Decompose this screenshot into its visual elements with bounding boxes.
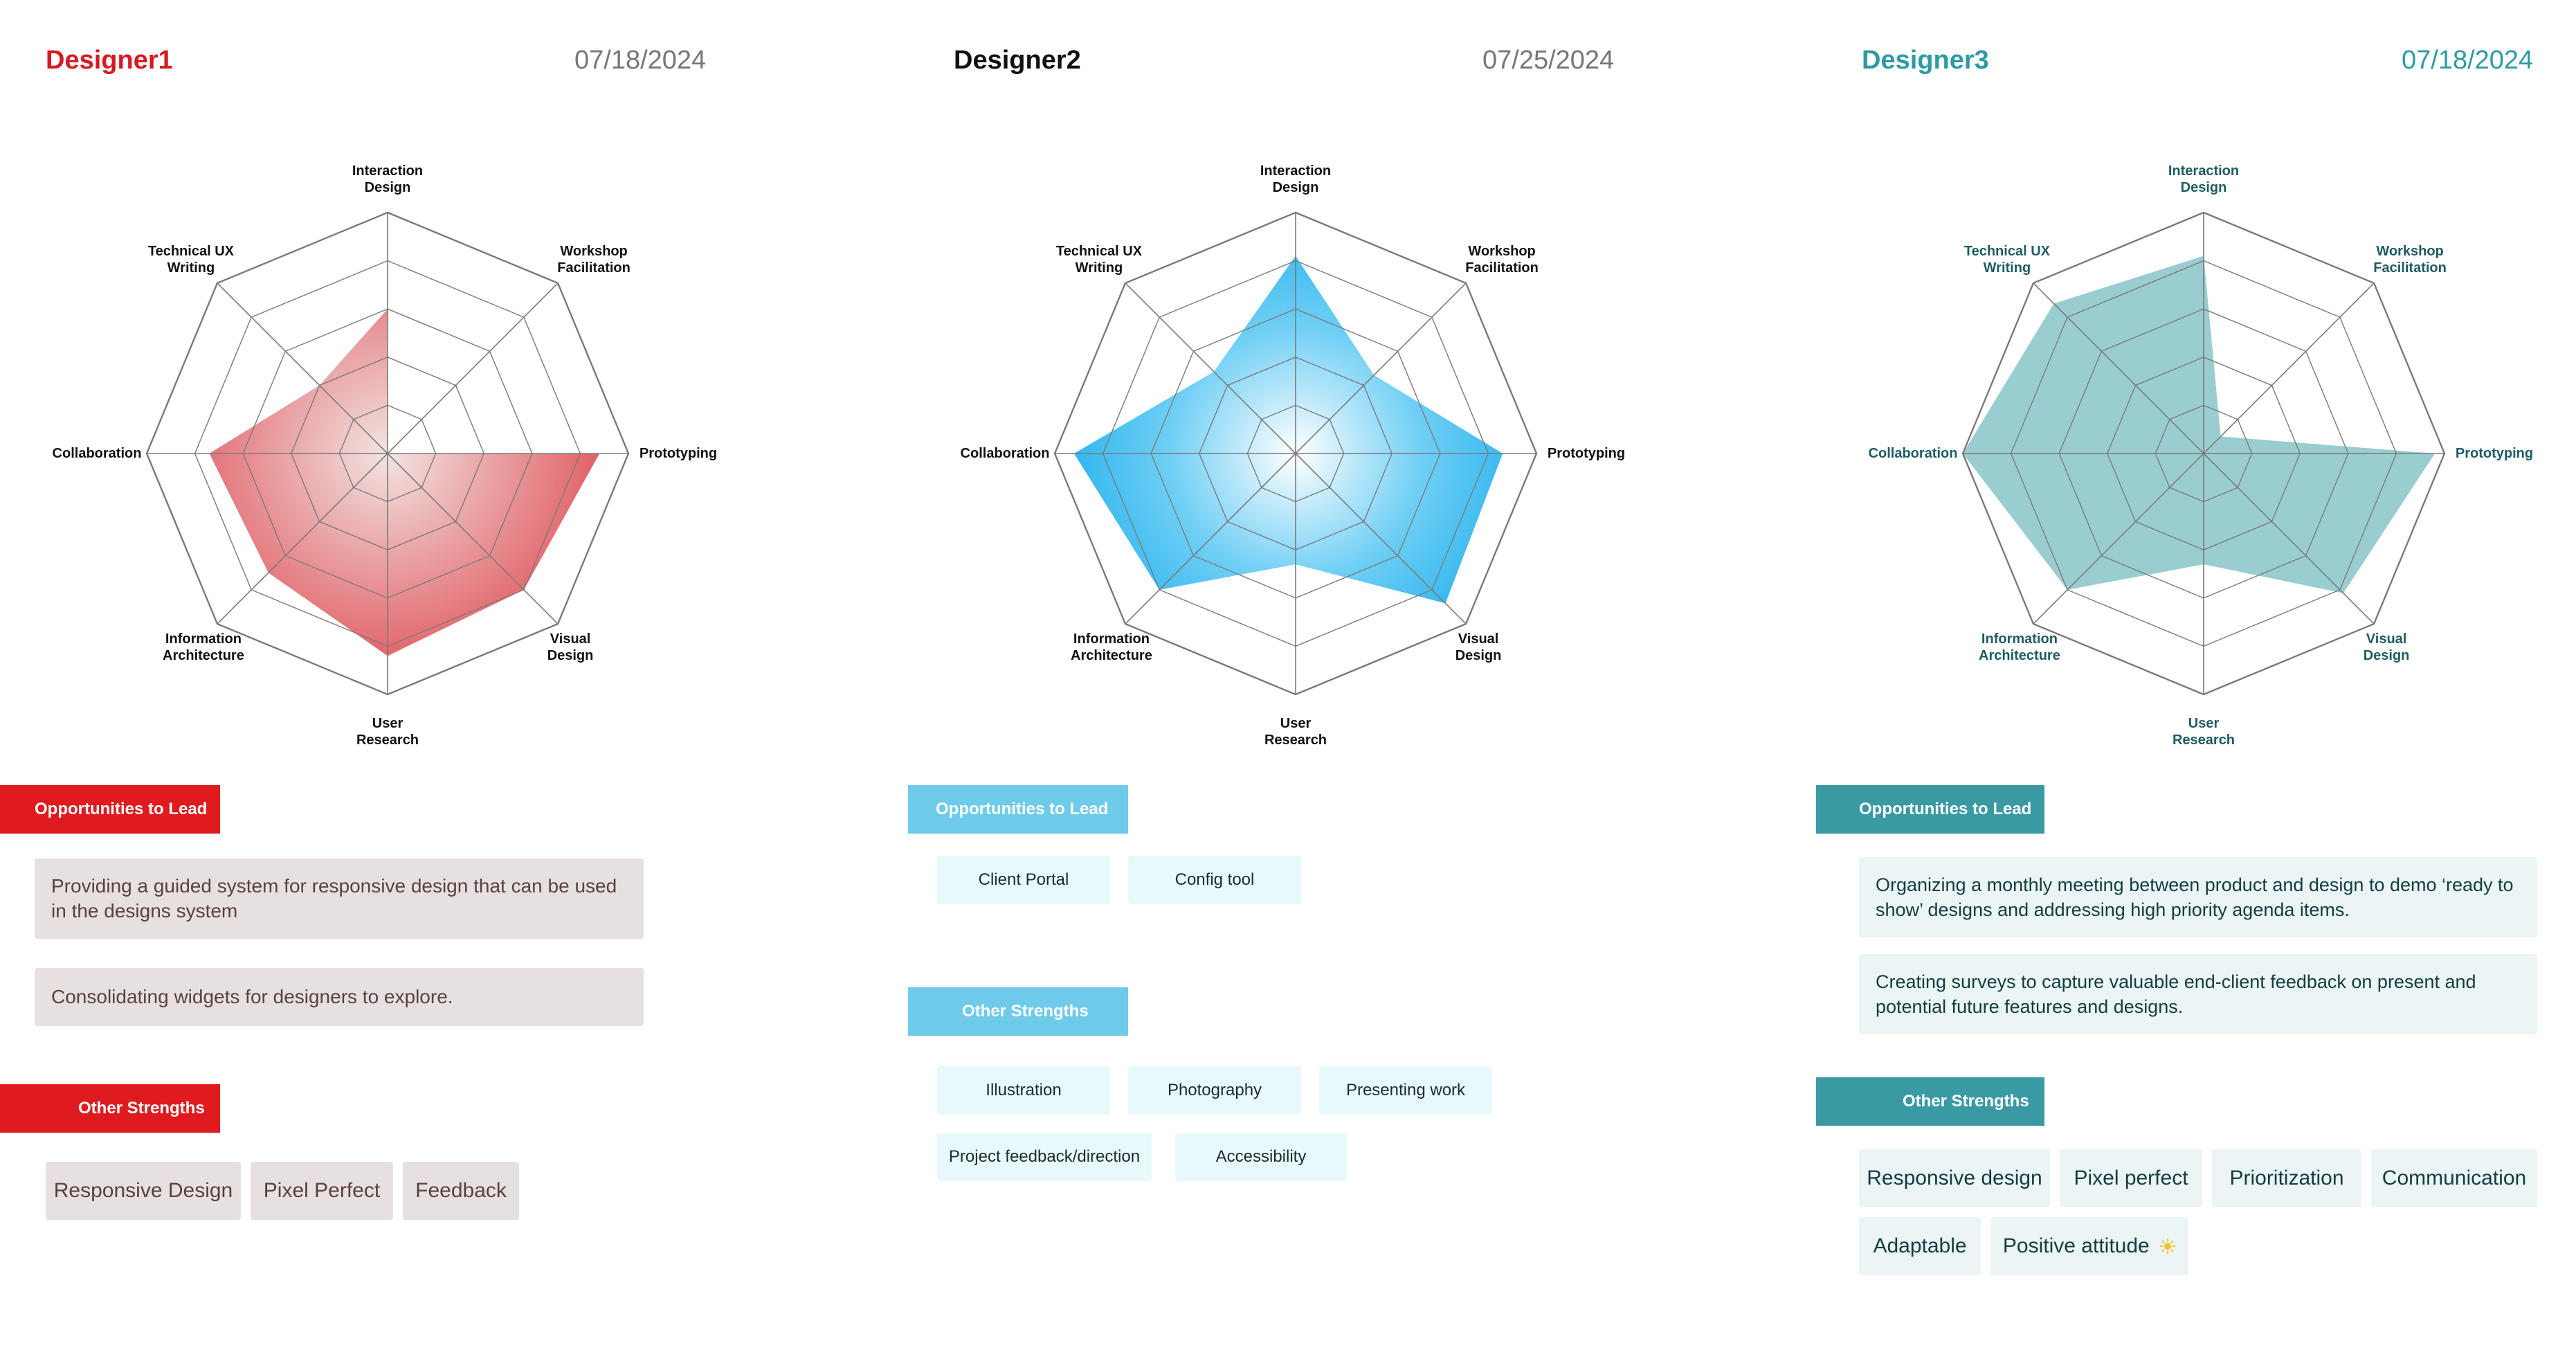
- strength-chip-with-icon: Positive attitude: [1990, 1217, 2188, 1275]
- designer-name: Designer2: [954, 46, 1081, 75]
- opportunity-item: Creating surveys to capture valuable end…: [1859, 954, 2537, 1034]
- radar-series-area: [1963, 255, 2436, 593]
- strength-chip: Illustration: [937, 1066, 1110, 1115]
- strength-chip: Pixel perfect: [2060, 1149, 2202, 1207]
- radar-spoke: [217, 282, 388, 454]
- strengths-label: Other Strengths: [1816, 1077, 2044, 1126]
- radar-axis-label: Prototyping: [2456, 446, 2533, 461]
- review-date: 07/18/2024: [2402, 46, 2534, 75]
- radar-spoke: [1295, 282, 1467, 454]
- strengths-label: Other Strengths: [0, 1084, 220, 1133]
- radar-spoke: [2203, 282, 2375, 454]
- opportunity-chip: Config tool: [1128, 856, 1301, 904]
- radar-spoke: [2033, 282, 2204, 454]
- strength-chip: Responsive Design: [46, 1162, 241, 1220]
- radar-spoke: [2033, 453, 2204, 624]
- radar-series-area: [1073, 255, 1503, 604]
- sun-icon: [2159, 1238, 2176, 1255]
- designer-name: Designer3: [1862, 46, 1989, 75]
- review-date: 07/18/2024: [574, 46, 707, 75]
- strength-chip: Responsive design: [1859, 1149, 2050, 1207]
- strength-chip: Accessibility: [1175, 1133, 1347, 1181]
- radar-series-area: [209, 309, 600, 656]
- strength-chip: Project feedback/direction: [937, 1133, 1152, 1181]
- designer-name: Designer1: [46, 46, 173, 75]
- strength-chip: Pixel Perfect: [251, 1162, 393, 1220]
- strength-chip: Photography: [1128, 1066, 1301, 1115]
- radar-spoke: [2203, 453, 2375, 624]
- opportunity-item: Providing a guided system for responsive…: [35, 859, 644, 939]
- opportunities-label: Opportunities to Lead: [1816, 785, 2044, 834]
- radar-spoke: [1125, 282, 1296, 454]
- radar-spoke: [1295, 453, 1467, 624]
- radar-spoke: [217, 453, 388, 624]
- strength-chip: Communication: [2371, 1149, 2537, 1207]
- review-date: 07/25/2024: [1482, 46, 1615, 75]
- strength-chip: Presenting work: [1319, 1066, 1492, 1115]
- strength-label: Positive attitude: [2002, 1234, 2150, 1257]
- strengths-label: Other Strengths: [908, 987, 1128, 1036]
- strength-chip: Feedback: [403, 1162, 519, 1220]
- opportunity-item: Organizing a monthly meeting between pro…: [1859, 857, 2537, 937]
- radar-axis-label: Collaboration: [1869, 446, 1958, 461]
- radar-spoke: [387, 282, 559, 454]
- radar-spoke: [1125, 453, 1296, 624]
- opportunity-chip: Client Portal: [937, 856, 1110, 904]
- opportunities-label: Opportunities to Lead: [0, 785, 220, 834]
- radar-spoke: [387, 453, 559, 624]
- radar-axis-label: Prototyping: [1548, 446, 1625, 461]
- strength-chip: Prioritization: [2212, 1149, 2361, 1207]
- radar-axis-label: Collaboration: [961, 446, 1050, 461]
- opportunity-item: Consolidating widgets for designers to e…: [35, 968, 644, 1026]
- opportunities-label: Opportunities to Lead: [908, 785, 1128, 834]
- radar-axis-label: Collaboration: [53, 446, 142, 461]
- strength-chip: Adaptable: [1859, 1217, 1981, 1275]
- radar-axis-label: Prototyping: [640, 446, 717, 461]
